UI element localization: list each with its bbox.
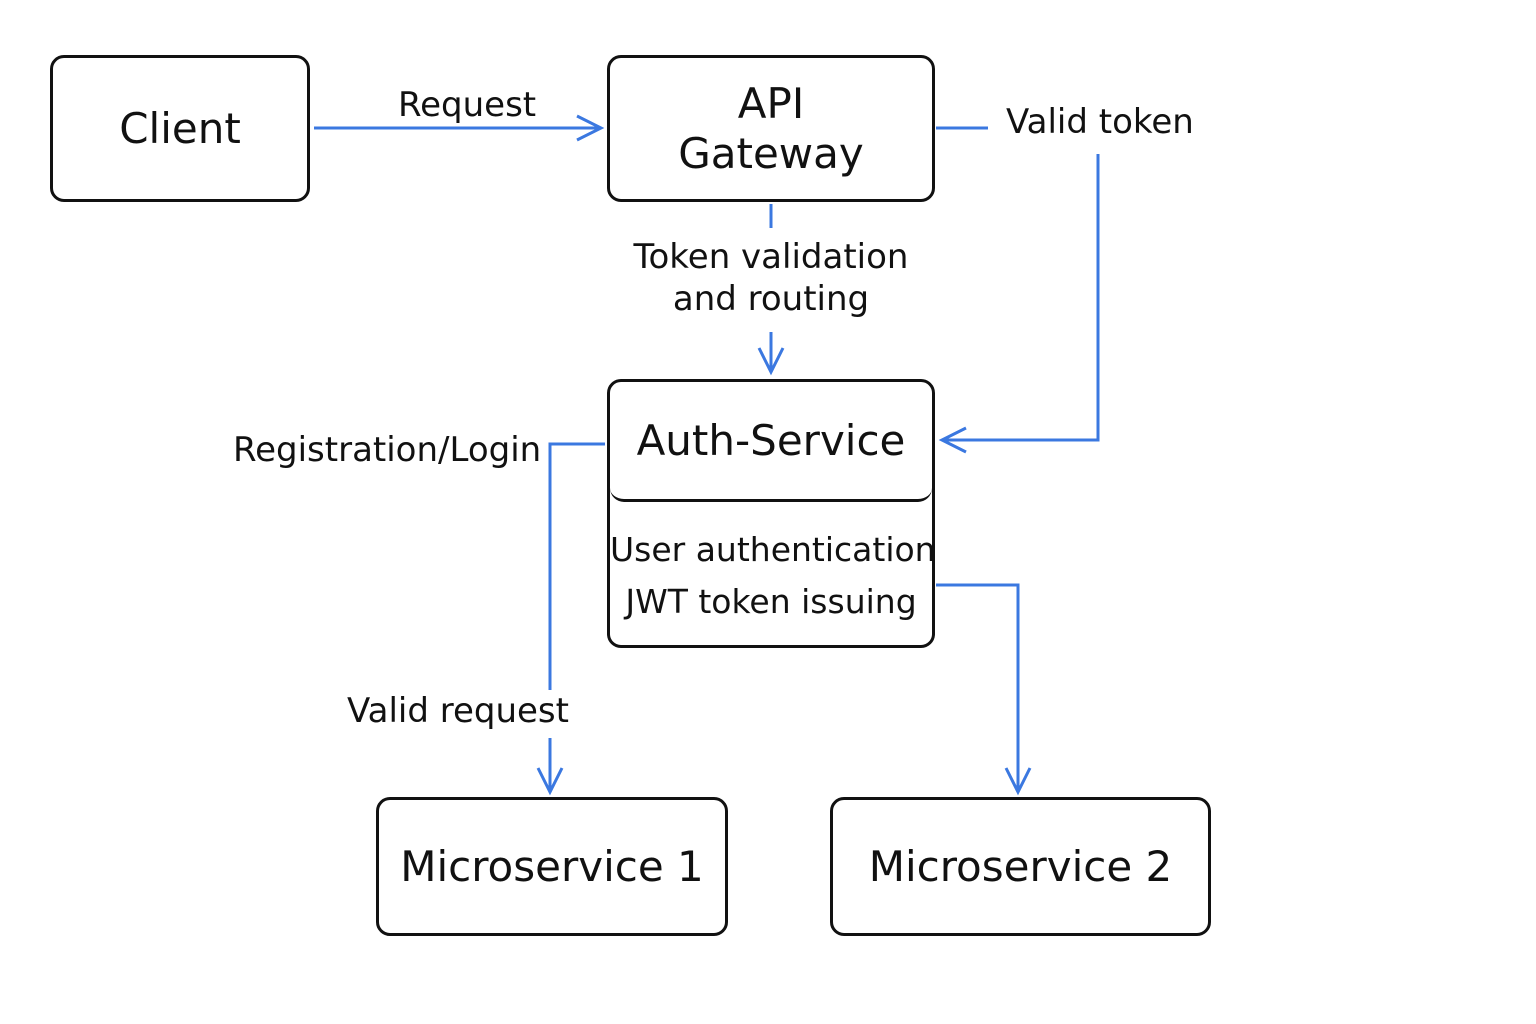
edge-label-registration-login: Registration/Login — [233, 430, 542, 470]
edge-label-token-validation: Token validation and routing — [621, 236, 921, 320]
edge-label-valid-token: Valid token — [1006, 101, 1194, 143]
node-microservice-2-label: Microservice 2 — [868, 841, 1173, 891]
node-api-gateway: API Gateway — [607, 55, 935, 202]
node-microservice-1: Microservice 1 — [376, 797, 728, 936]
node-microservice-2: Microservice 2 — [830, 797, 1211, 936]
edge-label-request: Request — [398, 85, 537, 125]
auth-service-detail-authentication: User authentication — [610, 530, 936, 569]
edge-auth-to-ms2 — [936, 583, 1032, 796]
auth-service-detail-jwt: JWT token issuing — [625, 582, 917, 621]
node-auth-service: Auth-Service User authentication JWT tok… — [607, 379, 936, 648]
node-client: Client — [50, 55, 310, 202]
node-api-gateway-label: API Gateway — [678, 78, 864, 178]
edge-label-valid-request: Valid request — [347, 690, 569, 732]
node-client-label: Client — [119, 103, 241, 153]
edge-auth-to-valid-request — [548, 442, 605, 690]
auth-service-title: Auth-Service — [610, 382, 932, 502]
node-microservice-1-label: Microservice 1 — [400, 841, 704, 891]
edge-valid-token-to-auth — [938, 154, 1100, 454]
